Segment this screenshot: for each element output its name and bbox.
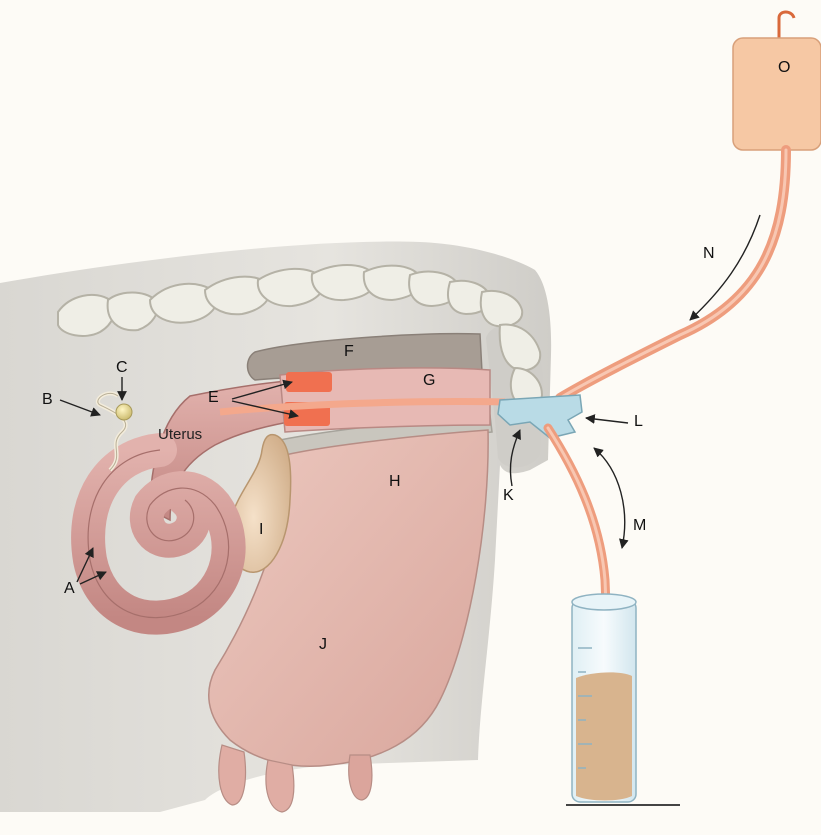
teat — [349, 755, 372, 800]
label-N: N — [703, 246, 715, 262]
label-G: G — [423, 373, 435, 389]
label-C: C — [116, 360, 128, 376]
label-I: I — [259, 522, 263, 538]
supply-tube-N — [560, 150, 786, 398]
label-J: J — [319, 637, 327, 653]
label-M: M — [633, 518, 646, 534]
label-F: F — [344, 344, 354, 360]
label-L: L — [634, 414, 643, 430]
label-B: B — [42, 392, 53, 408]
cylinder-rim — [572, 594, 636, 610]
label-O: O — [778, 60, 790, 76]
label-K: K — [503, 488, 514, 504]
label-A: A — [64, 581, 75, 597]
teat — [219, 745, 246, 805]
catheter-cuff-upper — [286, 372, 332, 392]
label-E: E — [208, 390, 219, 406]
ovary-C — [116, 404, 132, 420]
label-H: H — [389, 474, 401, 490]
teat — [266, 760, 294, 812]
label-uterus: Uterus — [158, 427, 202, 443]
fluid-bag-O — [733, 38, 821, 150]
cylinder-fluid — [576, 672, 632, 800]
bag-hook — [779, 12, 794, 40]
